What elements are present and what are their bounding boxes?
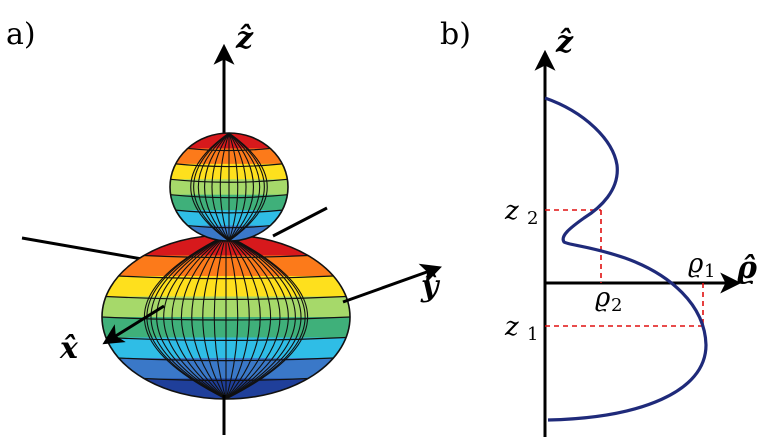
lower-lobe — [102, 235, 350, 399]
rho1-subscript: 1 — [704, 261, 715, 282]
lower-lobe-meridian — [225, 235, 250, 399]
rho2-subscript: 2 — [611, 295, 622, 316]
lower-lobe-meridian — [225, 235, 296, 399]
rho1-label: ϱ — [688, 249, 704, 279]
upper-lobe-meridian — [228, 133, 268, 241]
z2-label: z — [504, 196, 519, 226]
panel-a-label: a) — [6, 17, 36, 52]
panel-b-label: b) — [440, 17, 471, 52]
upper-lobe-meridian — [203, 133, 230, 241]
panel-b: b) ẑ ϱ̂ z 2 z 1 ϱ 1 ϱ 2 — [440, 17, 758, 437]
z-axis-label-a: ẑ — [235, 21, 254, 56]
lower-lobe-meridian — [225, 235, 261, 399]
upper-lobe-meridian — [228, 133, 239, 241]
lower-lobe-meridian — [171, 235, 227, 399]
rho-axis-label-b: ϱ̂ — [737, 251, 758, 286]
y-axis-back — [272, 206, 328, 238]
guide-lines — [545, 209, 704, 327]
upper-lobe-outline — [169, 132, 289, 242]
upper-lobe-meridian — [193, 133, 230, 241]
z1-subscript: 1 — [527, 324, 538, 345]
x-axis-label-a: x̂ — [59, 331, 79, 366]
lower-lobe-meridian — [225, 235, 271, 399]
upper-lobe-meridian — [211, 133, 230, 241]
x-axis-front — [102, 304, 165, 345]
lower-lobe-meridian — [225, 235, 302, 399]
upper-lobe-meridian — [228, 133, 255, 241]
lower-lobe-meridian — [150, 235, 227, 399]
z-axis-label-b: ẑ — [555, 25, 574, 60]
radiation-lobes — [101, 132, 351, 400]
y-axis-front — [342, 263, 442, 304]
upper-lobe-meridian — [197, 133, 230, 241]
lower-lobe-meridian — [213, 235, 227, 399]
lower-lobe-meridian — [202, 235, 227, 399]
lower-lobe-meridian — [156, 235, 227, 399]
lower-lobe-meridian — [225, 235, 306, 399]
lower-lobe-meridian — [181, 235, 227, 399]
upper-lobe — [170, 133, 288, 241]
z2-subscript: 2 — [527, 208, 538, 229]
y-axis-label-a: ŷ — [420, 269, 441, 304]
upper-lobe-meridian — [190, 133, 230, 241]
lower-lobe-meridian — [225, 235, 239, 399]
z1-label: z — [504, 312, 519, 342]
panel-a: a) ẑ ŷ x̂ — [6, 17, 442, 435]
rho2-label: ϱ — [595, 283, 611, 313]
profile-curve — [544, 96, 708, 422]
upper-lobe-meridian — [228, 133, 247, 241]
lower-lobe-meridian — [163, 235, 227, 399]
lower-lobe-meridian — [225, 235, 289, 399]
upper-lobe-meridian — [228, 133, 261, 241]
lower-lobe-meridian — [191, 235, 227, 399]
lower-lobe-meridian — [225, 235, 281, 399]
upper-lobe-meridian — [228, 133, 265, 241]
upper-lobe-meridian — [219, 133, 230, 241]
lower-lobe-meridian — [225, 235, 309, 399]
